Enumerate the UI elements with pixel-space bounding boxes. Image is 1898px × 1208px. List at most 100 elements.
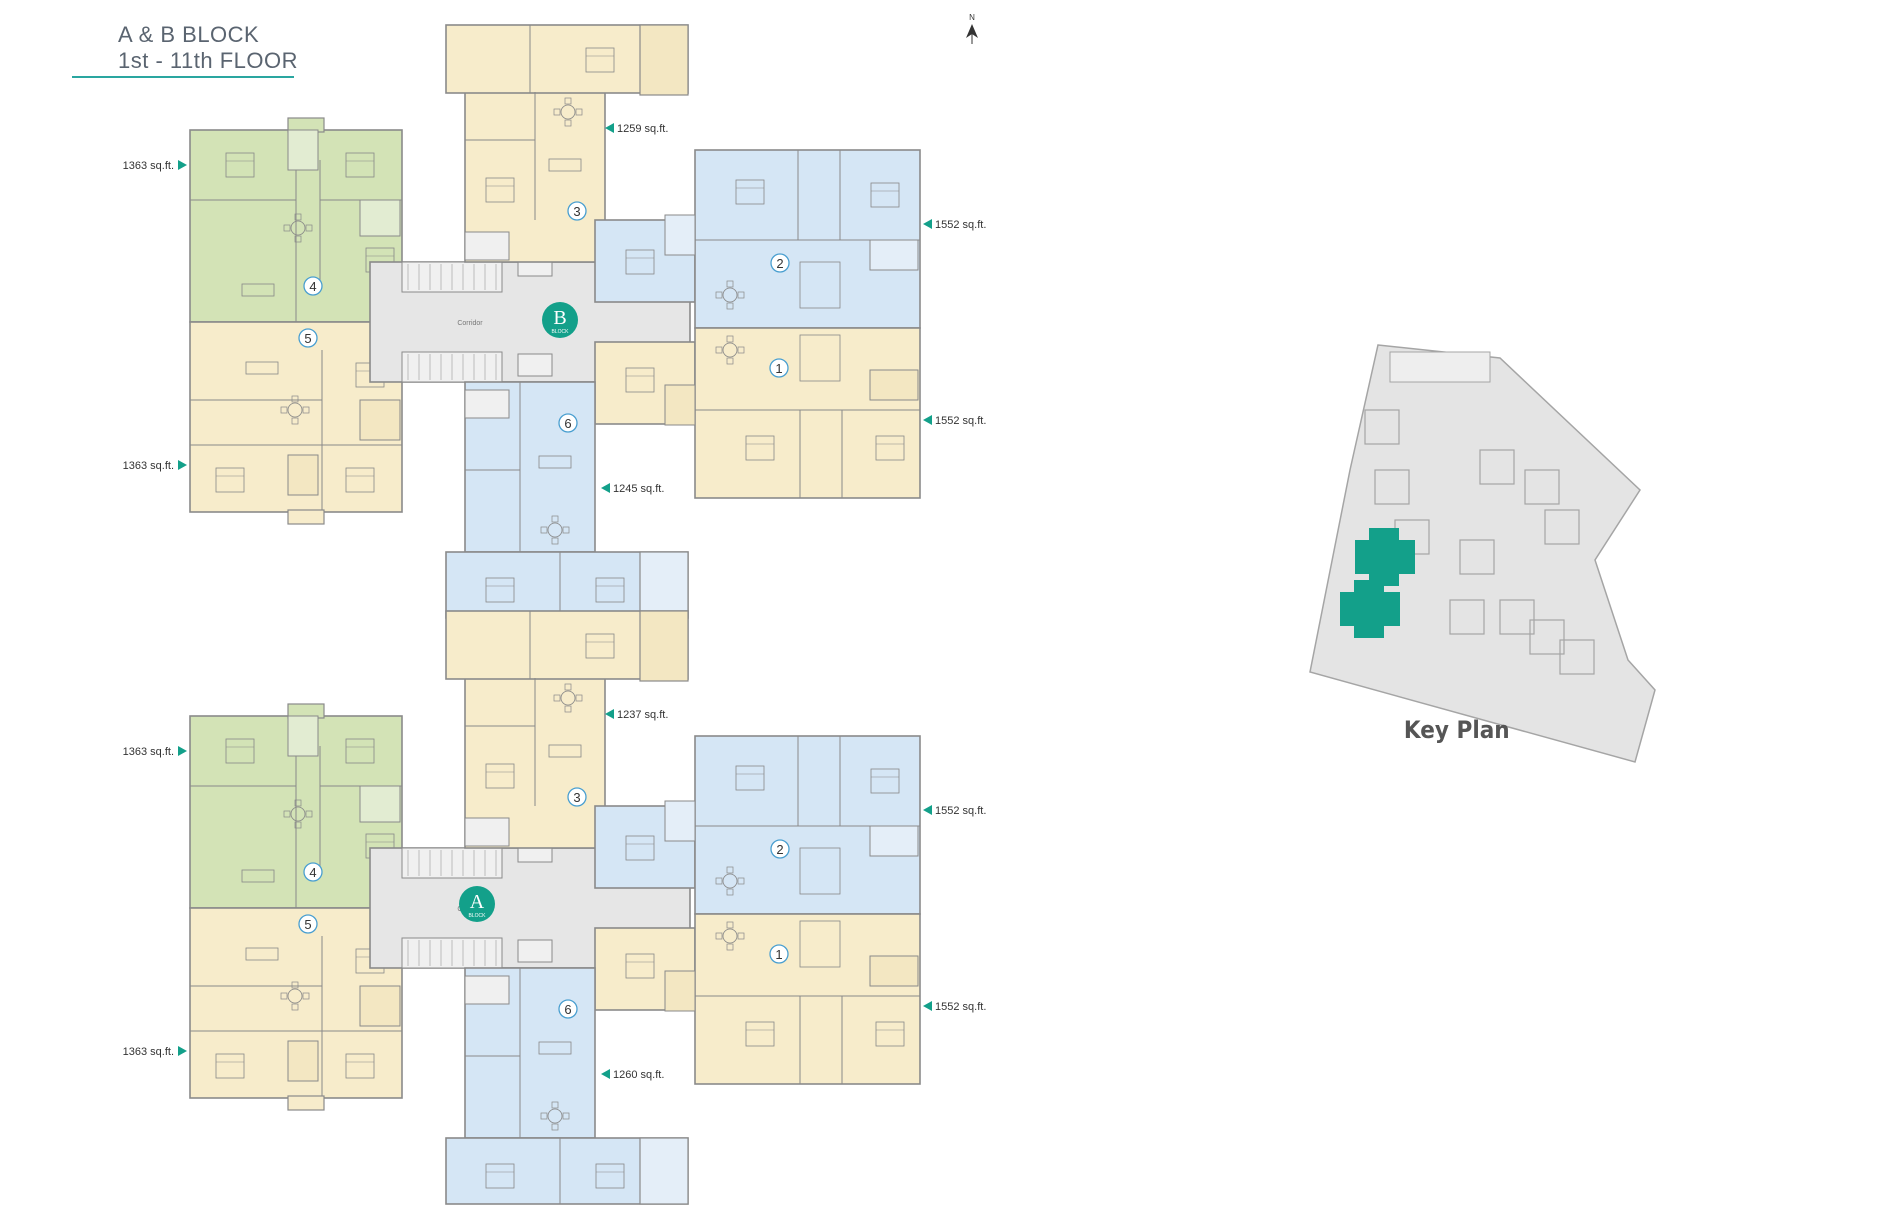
block-a-unit-6-dining-chair-0 <box>551 1101 559 1109</box>
key-plan-block-outline-1 <box>1374 469 1410 505</box>
block-a-unit-2 <box>694 735 921 915</box>
block-a-badge-letter: A <box>470 891 485 913</box>
block-a-unit-5-dining <box>287 988 303 1004</box>
block-a-unit-5-no-circle <box>298 914 318 934</box>
block-b-unit-6-sofa <box>538 455 572 469</box>
block-a-unit-6-dining-chair-1 <box>551 1123 559 1131</box>
block-b-unit-4-toilet-1 <box>287 129 319 171</box>
block-b-unit-1-living-chair-3 <box>737 346 745 354</box>
block-a-unit-1-living <box>722 928 738 944</box>
block-a-unit-6-sofa <box>538 1041 572 1055</box>
key-plan-highlight-cross-1 <box>1354 580 1384 638</box>
block-b-unit-1 <box>694 327 921 499</box>
block-a-unit-3-sofa <box>548 744 582 758</box>
block-a-unit-1-toilet-1 <box>664 970 696 1012</box>
block-a-unit-1-no-circle <box>769 944 789 964</box>
block-b-unit-6-balcony <box>639 551 689 619</box>
block-b-unit-1-no-circle <box>769 358 789 378</box>
key-plan-block-outline-8 <box>1499 599 1535 635</box>
block-a-unit-3-dining-chair-3 <box>575 694 583 702</box>
block-a-unit-1-area: 1552 sq.ft. <box>935 1001 986 1013</box>
block-a-unit-4-dining-chair-1 <box>294 821 302 829</box>
block-a-unit-1-living-chair-2 <box>715 932 723 940</box>
block-a-unit-3-no-number: 3 <box>573 790 580 805</box>
block-a-unit-4-no-number: 4 <box>309 865 316 880</box>
block-b-unit-6-dining-chair-2 <box>540 526 548 534</box>
block-b-unit-4-no-circle <box>303 276 323 296</box>
block-a-unit-2-living-chair-2 <box>715 877 723 885</box>
block-b-unit-2-area: 1552 sq.ft. <box>935 219 986 231</box>
block-a-unit-3-dining-chair-1 <box>564 705 572 713</box>
key-plan-top-building <box>1389 351 1491 383</box>
block-a-lift-2 <box>517 939 553 963</box>
block-b-unit-2-bed-3 <box>870 182 900 208</box>
block-a-unit-3-balcony <box>639 610 689 682</box>
block-a-unit-6-bed-2 <box>595 1163 625 1189</box>
block-a-unit-6-balcony <box>639 1137 689 1205</box>
key-plan-block-outline-9 <box>1529 619 1565 655</box>
block-a-unit-4-sofa <box>241 869 275 883</box>
block-a-unit-3-dining-chair-2 <box>553 694 561 702</box>
block-b-unit-1-living-chair-1 <box>726 357 734 365</box>
block-a-unit-6-dining-chair-2 <box>540 1112 548 1120</box>
block-a-unit-3-area-arrow <box>605 709 614 719</box>
block-b-unit-4-dining-chair-1 <box>294 235 302 243</box>
block-b-unit-3-bed-1 <box>585 47 615 73</box>
block-b-unit-3-area-arrow <box>605 123 614 133</box>
block-a-unit-1-no-number: 1 <box>775 947 782 962</box>
block-b-unit-2-toilet-2 <box>869 239 919 271</box>
block-a-unit-5-toilet <box>287 1040 319 1082</box>
block-a-unit-6-dining-chair-3 <box>562 1112 570 1120</box>
block-b-badge-sub: BLOCK <box>552 329 570 335</box>
block-b-unit-2-no-number: 2 <box>776 256 783 271</box>
block-b-unit-3-no-number: 3 <box>573 204 580 219</box>
block-b-unit-3-dining-chair-3 <box>575 108 583 116</box>
north-arrow: N <box>966 13 978 44</box>
block-b-unit-4-area: 1363 sq.ft. <box>123 160 174 172</box>
block-a-unit-1-living-chair-1 <box>726 943 734 951</box>
block-b-unit-3-bed-2 <box>485 177 515 203</box>
block-b-unit-1-living-chair-0 <box>726 335 734 343</box>
block-a-unit-2-bed-2 <box>735 765 765 791</box>
block-a-unit-2-area: 1552 sq.ft. <box>935 805 986 817</box>
block-a-unit-5-sofa <box>245 947 279 961</box>
key-plan-site <box>1309 344 1656 763</box>
block-b-unit-6-no-circle <box>558 413 578 433</box>
block-b-unit-5-dining-chair-2 <box>280 406 288 414</box>
block-a-unit-1-living-chair-0 <box>726 921 734 929</box>
block-b-unit-2-bed-2 <box>735 179 765 205</box>
block-a-unit-6-area: 1260 sq.ft. <box>613 1069 664 1081</box>
block-b-unit-2-bed-1 <box>625 249 655 275</box>
block-b-unit-5-toilet <box>287 454 319 496</box>
block-b-unit-3-area: 1259 sq.ft. <box>617 123 668 135</box>
plan-title-line2: 1st - 11th FLOOR <box>118 48 298 73</box>
block-b-unit-5-area-arrow <box>178 460 187 470</box>
block-a-unit-5-balcony <box>287 1095 325 1111</box>
block-b-unit-1-area-arrow <box>923 415 932 425</box>
block-a-unit-5-dining-chair-2 <box>280 992 288 1000</box>
block-b-badge-letter: B <box>553 307 566 329</box>
block-b-unit-5-bed-2 <box>345 467 375 493</box>
block-b-unit-1-dining-table <box>799 334 841 382</box>
block-b-unit-6-area: 1245 sq.ft. <box>613 483 664 495</box>
block-a-unit-2-area-arrow <box>923 805 932 815</box>
block-a-unit-5-dining-chair-1 <box>291 1003 299 1011</box>
block-b-unit-1-toilet-2 <box>869 369 919 401</box>
block-b-unit-1-area: 1552 sq.ft. <box>935 415 986 427</box>
block-b-unit-4-area-arrow <box>178 160 187 170</box>
block-b-unit-6-dining <box>547 522 563 538</box>
block-b-unit-1-toilet-1 <box>664 384 696 426</box>
block-b-unit-2-living-chair-0 <box>726 280 734 288</box>
north-label: N <box>969 13 975 22</box>
block-b-unit-1-bed-3 <box>875 435 905 461</box>
plan-title-line1: A & B BLOCK <box>118 22 260 47</box>
block-b-unit-3-balcony <box>639 24 689 96</box>
block-b-unit-2-no-circle <box>770 253 790 273</box>
key-plan-block-outline-10 <box>1559 639 1595 675</box>
block-a-unit-5-bed-2 <box>345 1053 375 1079</box>
block-b-unit-3-dining <box>560 104 576 120</box>
block-a-unit-3-area: 1237 sq.ft. <box>617 709 668 721</box>
key-plan-block-outline-3 <box>1479 449 1515 485</box>
